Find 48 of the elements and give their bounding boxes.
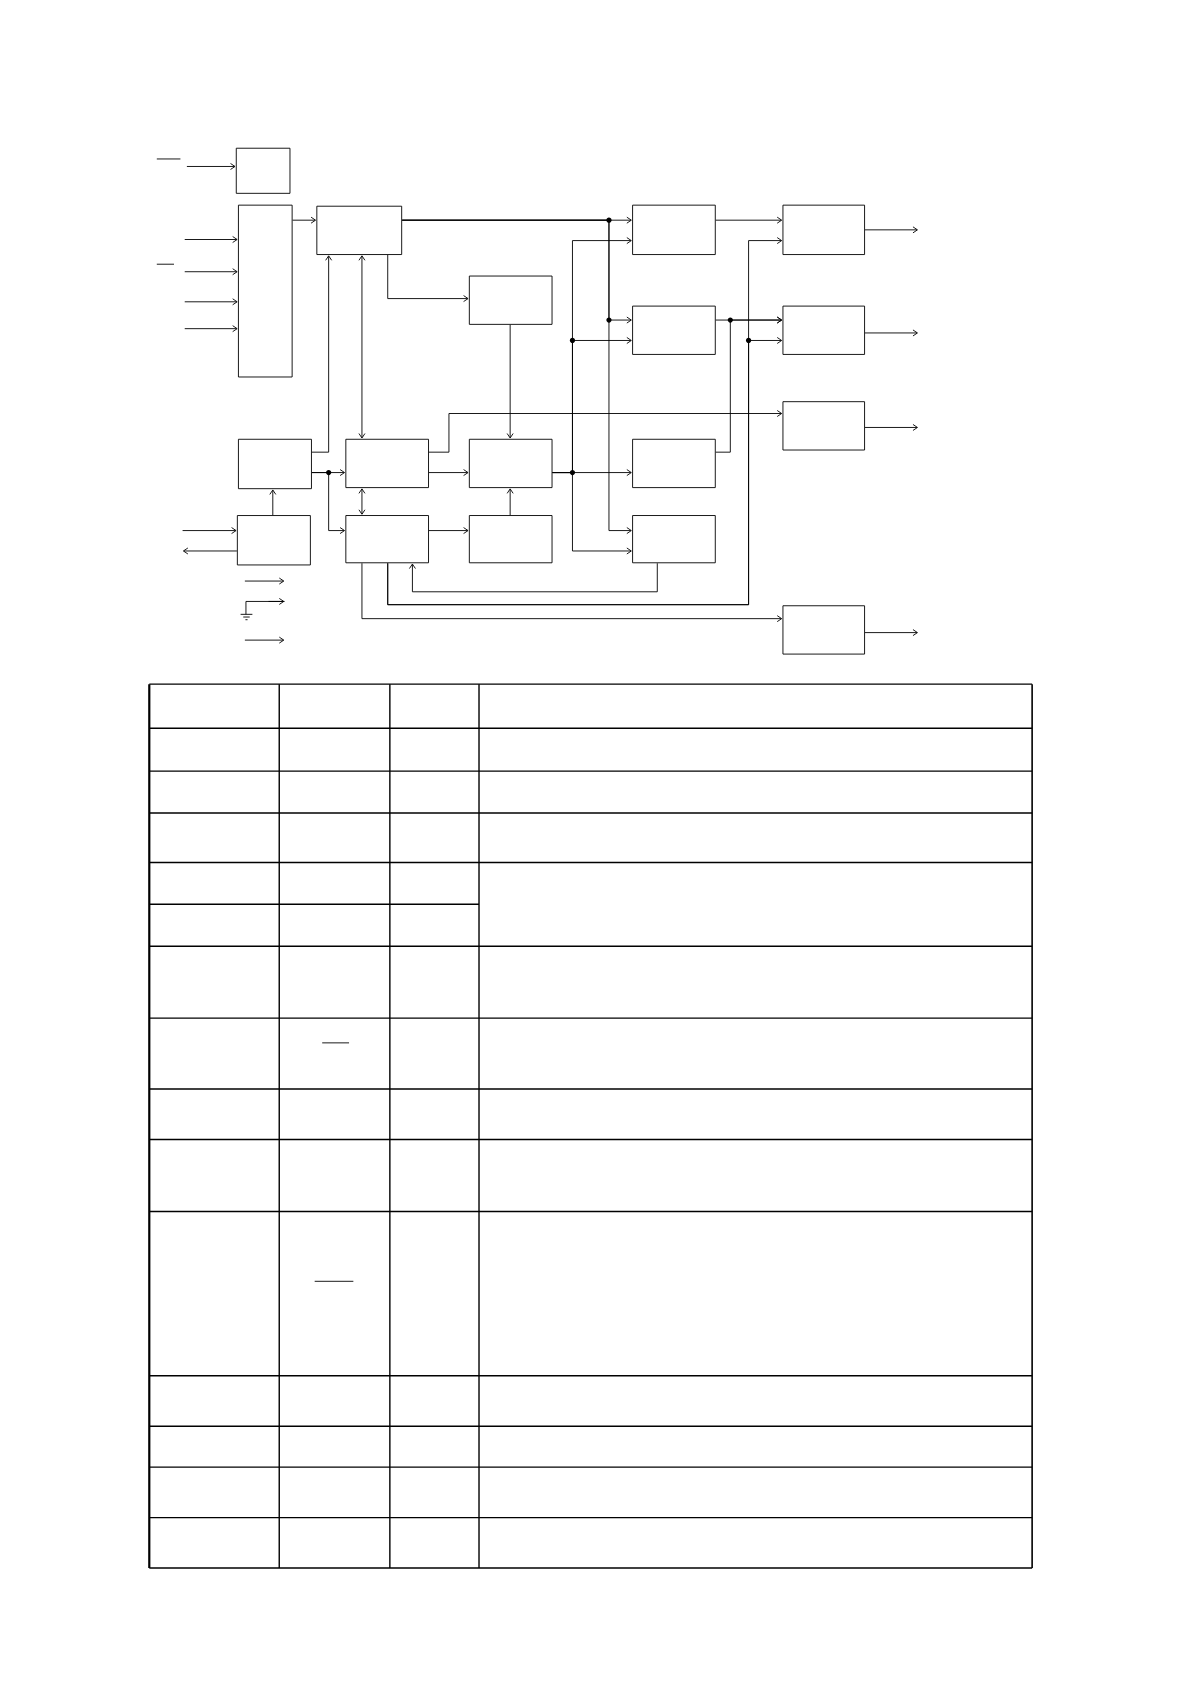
block-box bbox=[238, 438, 312, 490]
block-box bbox=[632, 515, 716, 564]
block-box bbox=[236, 515, 311, 566]
block-box bbox=[782, 204, 866, 255]
arrow bbox=[184, 298, 238, 306]
arrow bbox=[401, 219, 632, 535]
block-box bbox=[468, 275, 553, 325]
arrow bbox=[387, 254, 469, 303]
arrow bbox=[506, 488, 514, 516]
block-box bbox=[782, 401, 866, 451]
arrow bbox=[864, 329, 918, 337]
arrow bbox=[428, 469, 469, 476]
arrow bbox=[358, 255, 366, 439]
arrow bbox=[408, 562, 658, 593]
arrow bbox=[292, 216, 316, 224]
arrow bbox=[311, 255, 333, 453]
arrow bbox=[269, 489, 277, 516]
arrow bbox=[428, 410, 783, 453]
arrow bbox=[428, 527, 469, 535]
arrow bbox=[182, 547, 238, 555]
arrow bbox=[184, 236, 238, 243]
arrow bbox=[552, 472, 632, 555]
arrow bbox=[715, 216, 783, 224]
block-box bbox=[632, 204, 716, 255]
arrow bbox=[358, 488, 366, 515]
arrow bbox=[184, 268, 238, 276]
block-box bbox=[345, 515, 429, 564]
block-box bbox=[345, 438, 429, 489]
arrow bbox=[361, 562, 783, 623]
arrow bbox=[387, 337, 783, 606]
block-box bbox=[782, 605, 866, 655]
arrow bbox=[864, 226, 918, 234]
block-box bbox=[632, 305, 716, 355]
block-box bbox=[468, 515, 553, 564]
arrow bbox=[186, 163, 236, 170]
arrow bbox=[184, 325, 238, 333]
block-box bbox=[782, 305, 866, 355]
arrow bbox=[715, 316, 783, 453]
arrow bbox=[864, 424, 918, 431]
block-box bbox=[632, 438, 716, 489]
arrow bbox=[506, 324, 514, 439]
arrow bbox=[864, 629, 918, 637]
arrow bbox=[182, 527, 237, 535]
block-box bbox=[316, 205, 403, 255]
arrow bbox=[311, 472, 345, 535]
block-box bbox=[235, 147, 291, 194]
block-box bbox=[468, 438, 553, 489]
block-box bbox=[238, 204, 293, 378]
